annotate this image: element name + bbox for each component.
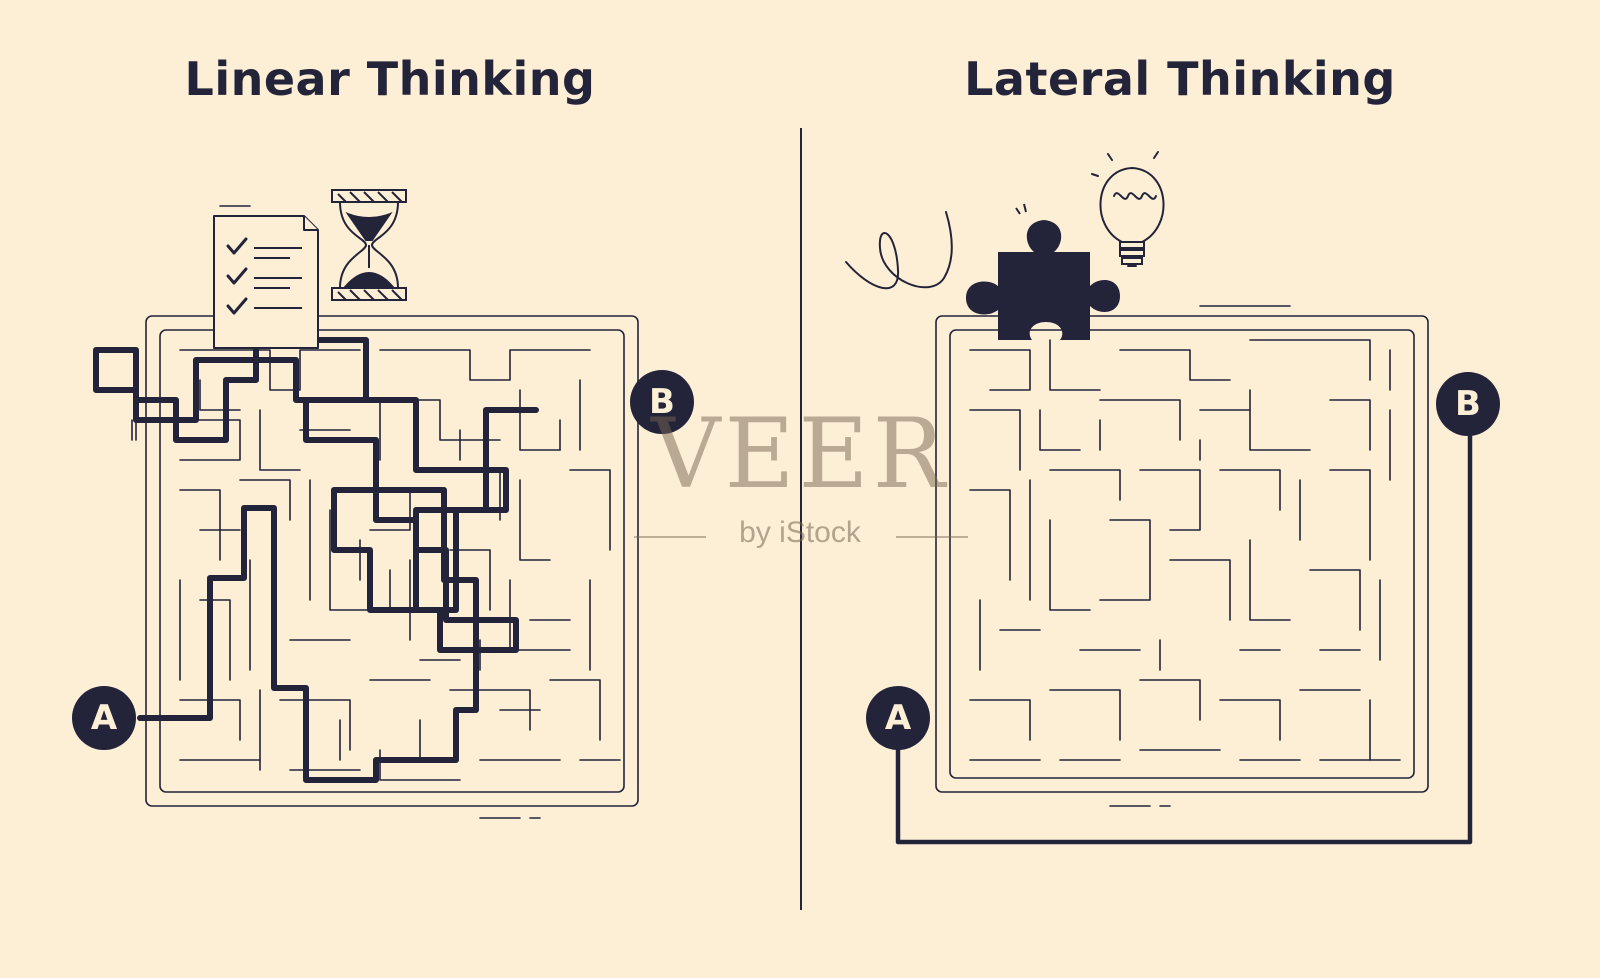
hourglass-icon <box>331 189 407 301</box>
watermark-line-right <box>896 536 968 538</box>
puzzle-piece-icon <box>966 220 1120 340</box>
node-end-b-right: B <box>1436 372 1500 436</box>
node-start-a-right: A <box>866 686 930 750</box>
node-start-a-left: A <box>72 686 136 750</box>
maze-outer-wall <box>145 315 639 807</box>
node-end-b-left: B <box>630 370 694 434</box>
checklist-icon <box>213 215 319 349</box>
scribble-icon <box>845 211 953 290</box>
lightbulb-icon <box>1091 151 1165 267</box>
watermark-line-left <box>634 536 706 538</box>
watermark-main: VEER <box>651 398 949 510</box>
lateral-solution-path <box>895 429 1473 845</box>
linear-solution-path <box>93 337 539 783</box>
linear-maze <box>93 205 639 819</box>
watermark-sub: by iStock <box>739 516 861 549</box>
linear-thinking-title: Linear Thinking <box>184 52 596 106</box>
lateral-thinking-title: Lateral Thinking <box>964 52 1396 106</box>
center-divider <box>800 128 802 910</box>
maze-outer-wall <box>935 315 1429 793</box>
